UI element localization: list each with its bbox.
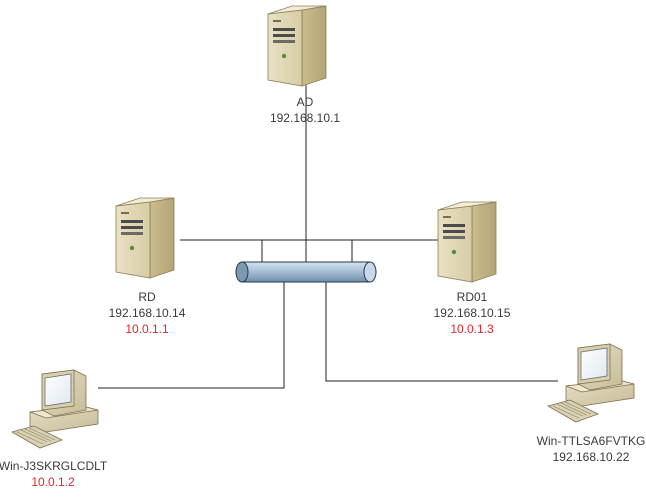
rd-server-icon — [115, 197, 175, 287]
connection-lines — [98, 78, 558, 389]
ad-server-icon — [267, 5, 327, 95]
left-client-label: Win-J3SKRGLCDLT 10.0.1.2 — [0, 458, 107, 490]
rd01-name: RD01 — [456, 290, 488, 304]
right-client-name: Win-TTLSA6FVTKG — [536, 434, 646, 448]
rd01-ip: 192.168.10.15 — [433, 306, 511, 320]
ad-name: AD — [296, 95, 314, 109]
left-workstation-icon — [11, 369, 99, 449]
rd01-label: RD01 192.168.10.15 10.0.1.3 — [434, 289, 511, 337]
ad-label: AD 192.168.10.1 — [270, 94, 340, 126]
rd-private-ip: 10.0.1.1 — [125, 322, 169, 336]
rd01-server-icon — [437, 201, 497, 291]
right-client-ip: 192.168.10.22 — [552, 450, 630, 464]
rd-ip: 192.168.10.14 — [108, 306, 186, 320]
left-client-private-ip: 10.0.1.2 — [31, 475, 75, 489]
ad-ip: 192.168.10.1 — [269, 111, 341, 125]
right-client-label: Win-TTLSA6FVTKG 192.168.10.22 — [537, 433, 646, 465]
rd-name: RD — [138, 290, 156, 304]
rd01-private-ip: 10.0.1.3 — [450, 322, 494, 336]
right-workstation-icon — [547, 343, 635, 423]
left-client-name: Win-J3SKRGLCDLT — [0, 459, 108, 473]
rd-label: RD 192.168.10.14 10.0.1.1 — [109, 289, 186, 337]
network-bus-icon — [235, 261, 377, 283]
